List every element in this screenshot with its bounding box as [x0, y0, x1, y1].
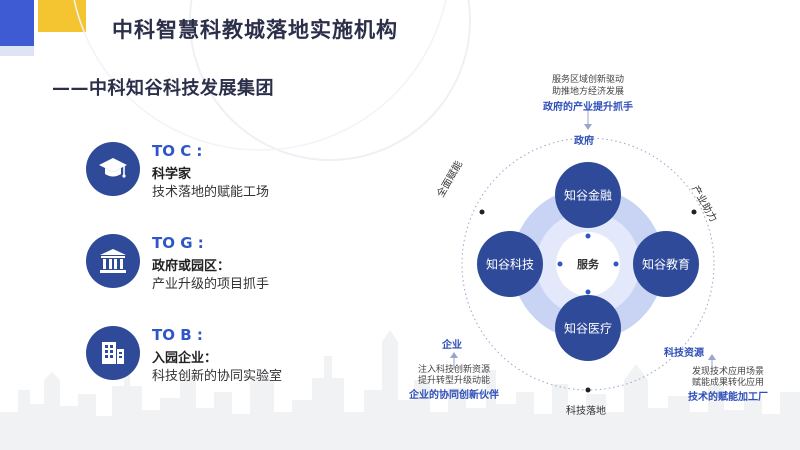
center-service: 服务: [577, 258, 599, 271]
office-building-icon: [86, 326, 140, 380]
page-title: 中科智慧科教城落地实施机构: [112, 18, 398, 42]
enterprise-note-2: 提升转型升级动能: [417, 376, 490, 386]
node-technology: 知谷科技: [485, 257, 535, 272]
axis-government: 政府: [574, 136, 594, 147]
corner-accent-blue: [0, 0, 34, 46]
gov-note-2: 助推地方经济发展: [551, 87, 624, 97]
block-description: 产业升级的项目抓手: [152, 277, 270, 292]
page-subtitle: ——中科知谷科技发展集团: [52, 78, 274, 99]
gov-role: 政府的产业提升抓手: [543, 102, 633, 113]
government-building-icon: [86, 234, 140, 288]
enterprise-role: 企业的协同创新伙伴: [409, 390, 499, 401]
diagram-graphics: [450, 108, 716, 393]
arc-label-bottom: 科技落地: [566, 406, 606, 417]
service-diagram: 服务区域创新驱动 助推地方经济发展 政府的产业提升抓手 政府 全面赋能 产业助力…: [409, 60, 790, 432]
block-to-c: TO C : 科学家 技术落地的赋能工场: [86, 142, 386, 204]
axis-enterprise: 企业: [442, 340, 462, 351]
block-title: TO B :: [152, 326, 203, 344]
block-to-g: TO G : 政府或园区： 产业升级的项目抓手: [86, 234, 386, 296]
tech-note-1: 发现技术应用场景: [691, 367, 764, 377]
block-to-b: TO B : 入园企业： 科技创新的协同实验室: [86, 326, 386, 388]
tech-role: 技术的赋能加工厂: [688, 392, 768, 403]
block-role: 政府或园区：: [152, 259, 231, 274]
enterprise-note-1: 注入科技创新资源: [417, 365, 490, 375]
axis-tech-resources: 科技资源: [664, 348, 704, 359]
node-finance: 知谷金融: [563, 188, 613, 203]
block-description: 技术落地的赋能工场: [152, 185, 270, 200]
tech-note-2: 赋能成果转化应用: [691, 378, 764, 388]
gov-note-1: 服务区域创新驱动: [551, 75, 624, 85]
block-role: 科学家: [152, 167, 192, 182]
node-medical: 知谷医疗: [563, 321, 613, 336]
node-education: 知谷教育: [641, 257, 691, 272]
corner-accent-light: [0, 46, 34, 56]
block-role: 入园企业：: [152, 351, 218, 366]
block-title: TO G :: [152, 234, 204, 252]
block-description: 科技创新的协同实验室: [152, 369, 283, 384]
graduation-cap-icon: [86, 142, 140, 196]
block-title: TO C :: [152, 142, 203, 160]
city-skyline: [0, 330, 800, 450]
